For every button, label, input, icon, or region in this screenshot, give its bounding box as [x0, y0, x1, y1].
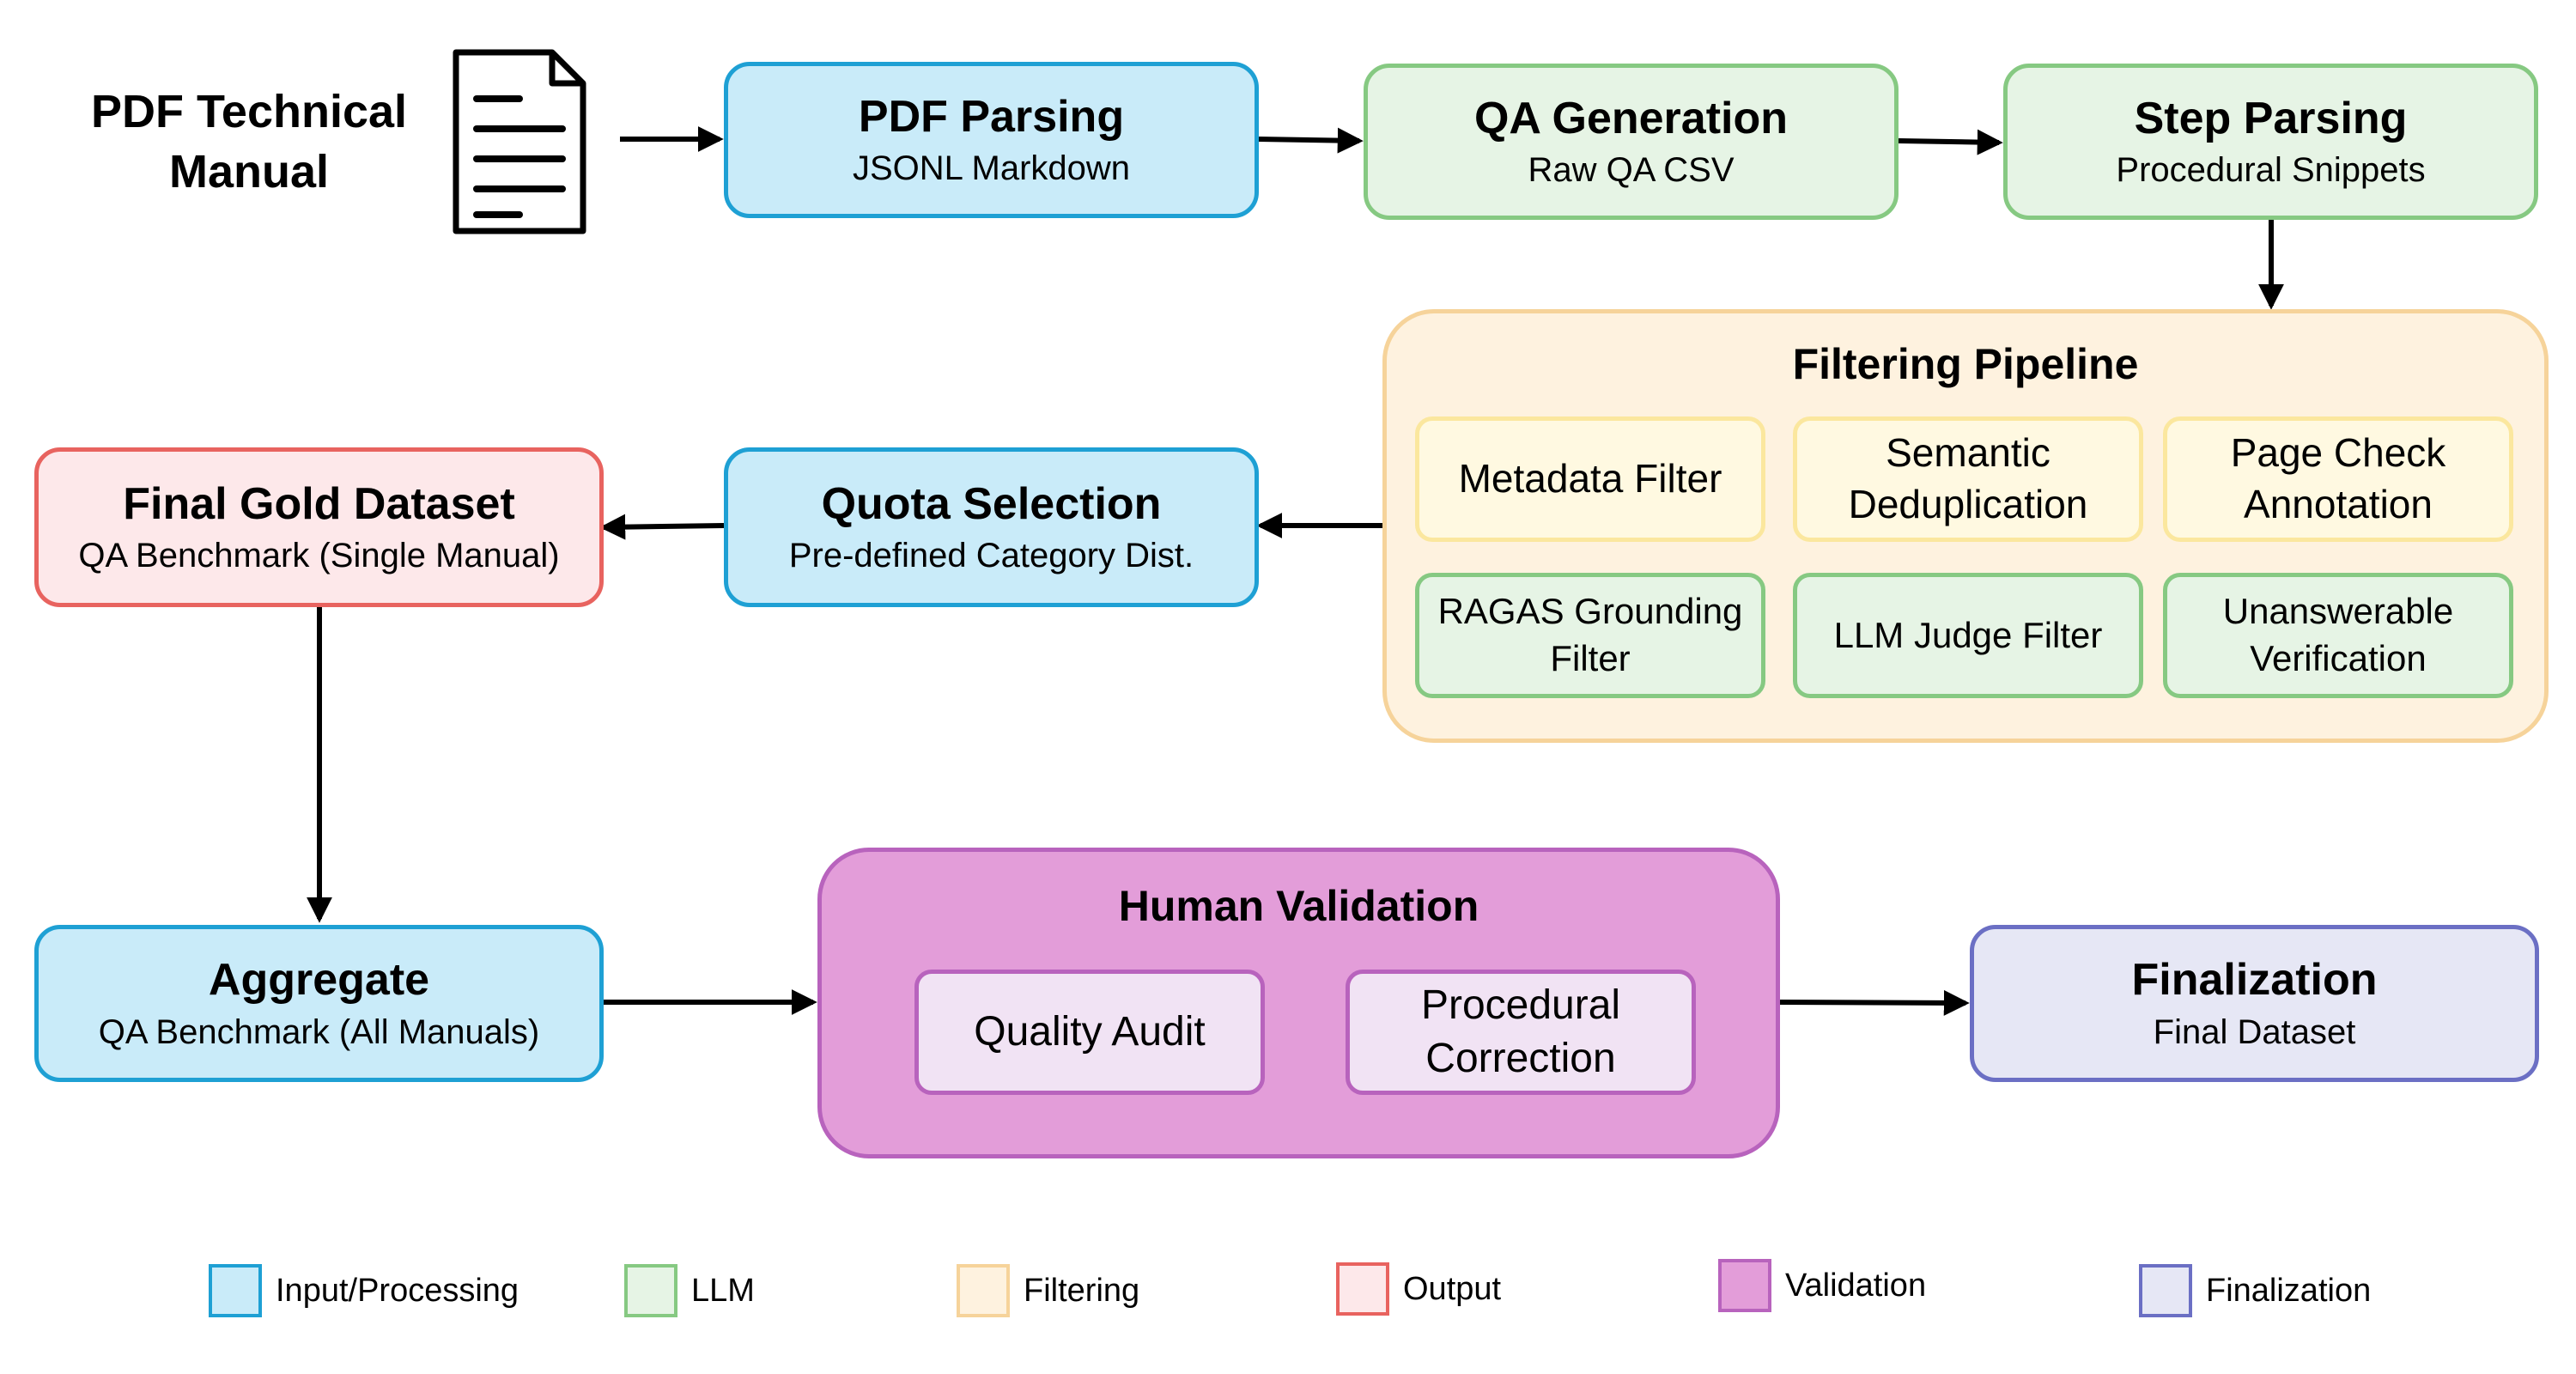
source-label: PDF Technical Manual: [90, 86, 408, 198]
finalization-title: Finalization: [2131, 955, 2378, 1006]
filter-unanswerable-verification: Unanswerable Verification: [2163, 573, 2513, 698]
final-gold-dataset-subtitle: QA Benchmark (Single Manual): [78, 537, 560, 575]
filter-llm-judge: LLM Judge Filter: [1793, 573, 2143, 698]
legend-label: Output: [1403, 1270, 1502, 1307]
legend-label: Finalization: [2206, 1272, 2372, 1309]
legend-swatch: [624, 1264, 677, 1317]
legend-item-output: Output: [1336, 1262, 1501, 1316]
legend-item-validation: Validation: [1718, 1259, 1926, 1312]
legend-swatch: [1336, 1262, 1389, 1316]
pdf-parsing-node: PDF Parsing JSONL Markdown: [724, 62, 1259, 218]
filter-semantic-deduplication: Semantic Deduplication: [1793, 416, 2143, 542]
final-gold-dataset-node: Final Gold Dataset QA Benchmark (Single …: [34, 447, 604, 607]
legend-label: Validation: [1785, 1267, 1927, 1304]
quota-selection-node: Quota Selection Pre-defined Category Dis…: [724, 447, 1259, 607]
finalization-node: Finalization Final Dataset: [1970, 925, 2539, 1082]
legend-item-input-processing: Input/Processing: [209, 1264, 519, 1317]
pdf-parsing-title: PDF Parsing: [858, 91, 1125, 142]
filtering-pipeline-title: Filtering Pipeline: [1792, 340, 2139, 388]
arrow-pdf-parsing-to-qa-generation: [1258, 127, 1364, 154]
human-validation-panel: Human Validation Quality Audit Procedura…: [817, 848, 1780, 1158]
filter-page-check-annotation: Page Check Annotation: [2163, 416, 2513, 542]
quota-selection-subtitle: Pre-defined Category Dist.: [788, 537, 1194, 575]
legend-label: Input/Processing: [276, 1272, 519, 1309]
filter-ragas-grounding: RAGAS Grounding Filter: [1415, 573, 1765, 698]
legend-item-llm: LLM: [624, 1264, 755, 1317]
final-gold-dataset-title: Final Gold Dataset: [123, 478, 515, 529]
qa-generation-subtitle: Raw QA CSV: [1528, 151, 1735, 190]
qa-generation-node: QA Generation Raw QA CSV: [1364, 64, 1899, 220]
legend-swatch: [1718, 1259, 1771, 1312]
legend-item-finalization: Finalization: [2139, 1264, 2371, 1317]
arrow-quota-selection-to-final-gold: [599, 514, 725, 540]
finalization-subtitle: Final Dataset: [2153, 1012, 2356, 1051]
legend-item-filtering: Filtering: [957, 1264, 1139, 1317]
filter-metadata: Metadata Filter: [1415, 416, 1765, 542]
pdf-parsing-subtitle: JSONL Markdown: [852, 149, 1131, 188]
legend-label: Filtering: [1024, 1272, 1140, 1309]
step-parsing-node: Step Parsing Procedural Snippets: [2003, 64, 2538, 220]
legend-swatch: [209, 1264, 262, 1317]
quota-selection-title: Quota Selection: [821, 478, 1162, 529]
quality-audit-step: Quality Audit: [914, 970, 1265, 1095]
step-parsing-title: Step Parsing: [2134, 93, 2408, 143]
arrow-qa-generation-to-step-parsing: [1898, 129, 2003, 155]
aggregate-subtitle: QA Benchmark (All Manuals): [98, 1012, 540, 1051]
aggregate-title: Aggregate: [208, 955, 430, 1006]
human-validation-title: Human Validation: [1118, 882, 1479, 930]
legend-swatch: [957, 1264, 1010, 1317]
procedural-correction-step: Procedural Correction: [1346, 970, 1696, 1095]
qa-generation-title: QA Generation: [1473, 93, 1788, 143]
legend-swatch: [2139, 1264, 2192, 1317]
aggregate-node: Aggregate QA Benchmark (All Manuals): [34, 925, 604, 1082]
document-icon: [453, 49, 586, 234]
step-parsing-subtitle: Procedural Snippets: [2116, 151, 2426, 190]
arrow-human-validation-to-finalization: [1779, 989, 1970, 1016]
filtering-pipeline-panel: Filtering Pipeline Metadata Filter Seman…: [1382, 309, 2549, 743]
legend-label: LLM: [691, 1272, 755, 1309]
